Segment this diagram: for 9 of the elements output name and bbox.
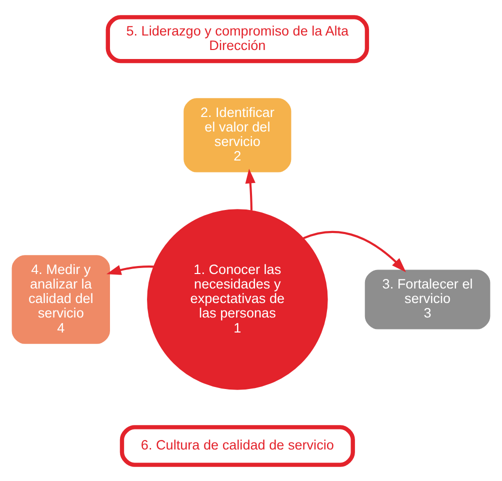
node-box: 2. Identificar el valor del servicio 2 bbox=[184, 98, 292, 172]
arrow bbox=[303, 230, 406, 272]
node-box: 5. Liderazgo y compromiso de la Alta Dirección bbox=[106, 14, 370, 63]
arrow bbox=[106, 264, 154, 274]
node-box: 6. Cultura de calidad de servicio bbox=[120, 424, 355, 466]
node-box: 4. Medir y analizar la calidad del servicio 4 bbox=[12, 254, 110, 344]
node-box: 3. Fortalecer el servicio 3 bbox=[364, 269, 490, 329]
node-circle: 1. Conocer las necesidades y expectativas de las personas 1 bbox=[147, 208, 328, 390]
arrow bbox=[245, 168, 256, 210]
